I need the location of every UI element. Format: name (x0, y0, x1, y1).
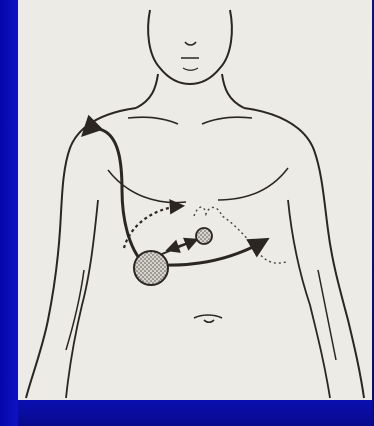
navel-mark (204, 320, 214, 322)
chin-mark (183, 68, 198, 70)
slide-bottom-strip (18, 400, 372, 426)
nose-mark (185, 42, 196, 45)
anatomy-illustration-panel (18, 0, 372, 400)
neck-outline (136, 74, 244, 108)
head-outline (148, 10, 232, 84)
torso-diagram (18, 0, 372, 400)
abdomen-line (194, 315, 222, 318)
dotted-arrow-to-center (124, 206, 182, 248)
slide-left-band (0, 0, 18, 426)
small-stippled-circle (196, 228, 212, 244)
pectoral-right (218, 168, 288, 200)
pectoral-left (108, 170, 186, 203)
right-shoulder-arm-outline (244, 108, 364, 398)
left-torso-side (66, 200, 98, 398)
large-stippled-circle (134, 251, 168, 285)
clavicle-left (128, 117, 178, 124)
clavicle-right (202, 117, 252, 124)
